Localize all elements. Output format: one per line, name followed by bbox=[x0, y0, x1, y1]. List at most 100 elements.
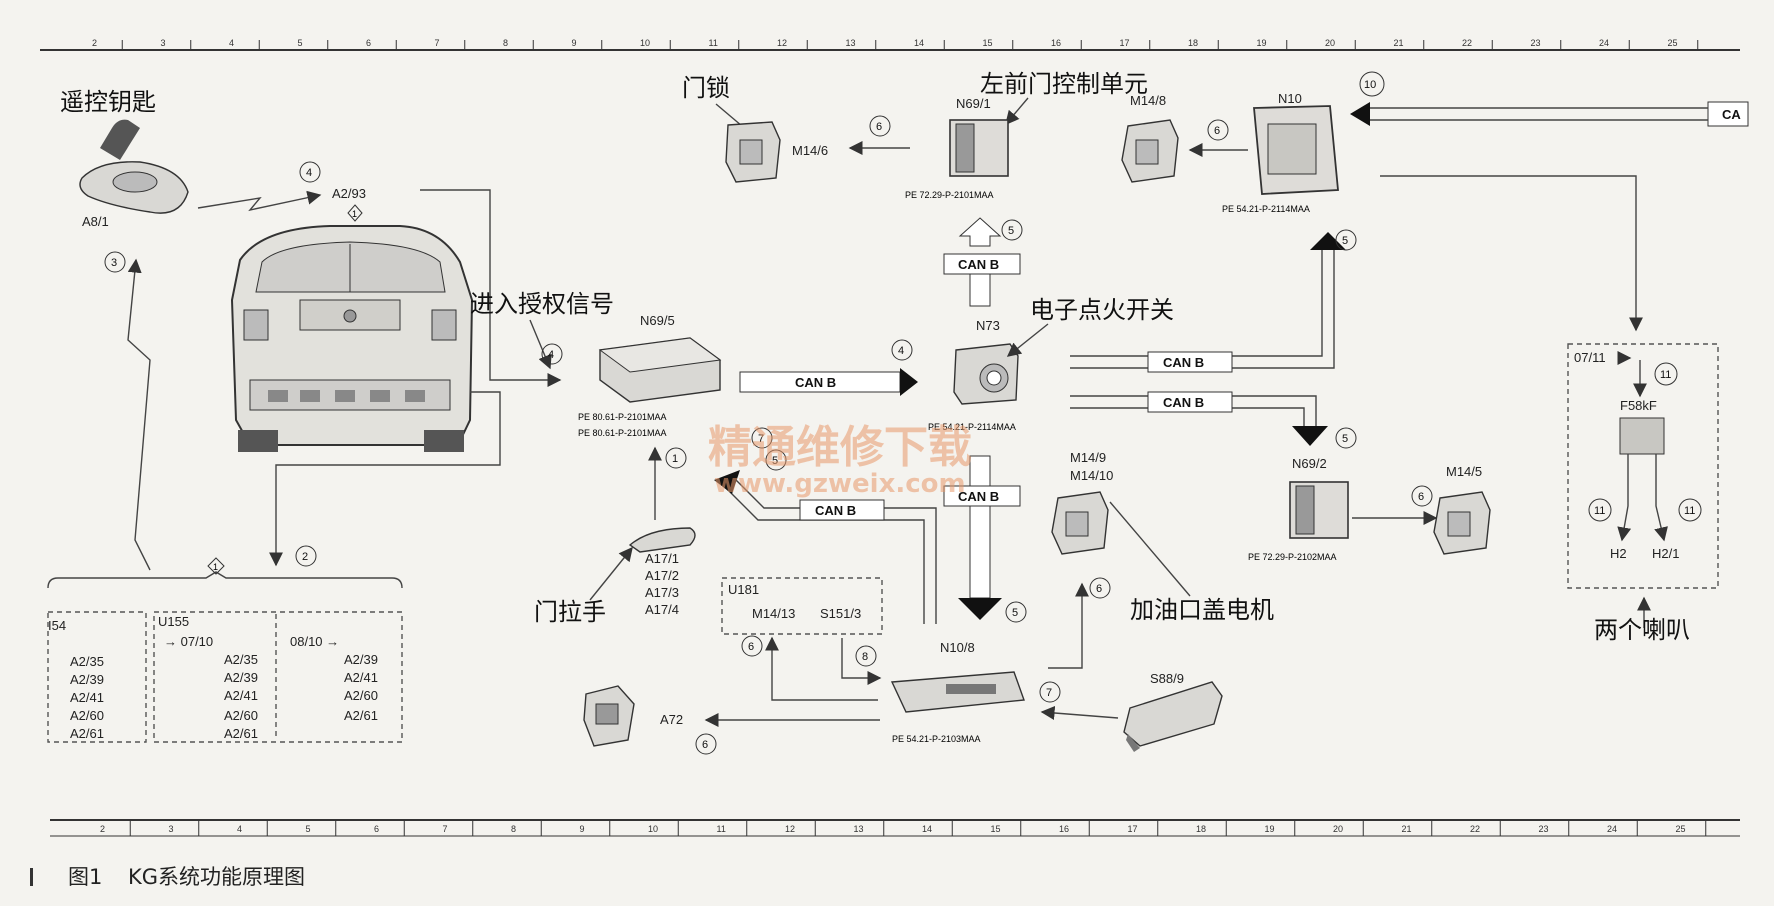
svg-text:6: 6 bbox=[702, 739, 708, 751]
svg-text:I54: I54 bbox=[48, 618, 66, 633]
svg-text:CAN B: CAN B bbox=[1163, 395, 1204, 410]
svg-text:5: 5 bbox=[1012, 607, 1018, 619]
svg-text:11: 11 bbox=[1594, 505, 1605, 517]
ruler-number: 22 bbox=[1462, 38, 1472, 48]
ruler-number: 10 bbox=[640, 38, 650, 48]
ruler-number: 19 bbox=[1257, 38, 1267, 48]
ruler-number: 18 bbox=[1188, 38, 1198, 48]
svg-text:11: 11 bbox=[1660, 369, 1671, 381]
horn-h2: H2 bbox=[1610, 546, 1627, 561]
svg-text:A2/61: A2/61 bbox=[70, 726, 104, 741]
entry-signal-label: 进入授权信号 bbox=[470, 290, 614, 318]
ruler-number: 11 bbox=[709, 38, 718, 48]
front-left-door-label: 左前门控制单元 bbox=[980, 70, 1148, 98]
svg-text:A2/41: A2/41 bbox=[70, 690, 104, 705]
svg-text:A2/39: A2/39 bbox=[224, 670, 258, 685]
n69-2-ref: PE 72.29-P-2102MAA bbox=[1248, 552, 1337, 562]
svg-text:CAN B: CAN B bbox=[1163, 355, 1204, 370]
fuel-flap-code2: M14/10 bbox=[1070, 468, 1113, 483]
ruler-number: 2 bbox=[100, 824, 105, 834]
door-lock-label: 门锁 bbox=[682, 74, 730, 102]
svg-text:S151/3: S151/3 bbox=[820, 606, 861, 621]
ruler-number: 21 bbox=[1402, 824, 1412, 834]
svg-text:1: 1 bbox=[352, 209, 357, 219]
u181-box: U181 M14/13 S151/3 bbox=[721, 577, 883, 635]
ruler-number: 13 bbox=[854, 824, 864, 834]
figure-number: 图1 bbox=[68, 865, 102, 889]
svg-text:2: 2 bbox=[302, 551, 308, 563]
ruler-number: 7 bbox=[443, 824, 448, 834]
ruler-number: 15 bbox=[991, 824, 1001, 834]
remote-key-code: A8/1 bbox=[82, 214, 109, 229]
ruler-number: 14 bbox=[922, 824, 932, 834]
ruler-number: 9 bbox=[580, 824, 585, 834]
svg-text:6: 6 bbox=[1096, 583, 1102, 595]
svg-text:5: 5 bbox=[1342, 433, 1348, 445]
ruler-number: 12 bbox=[785, 824, 795, 834]
m14-5-actuator: M14/5 bbox=[1433, 464, 1491, 555]
ruler-number: 16 bbox=[1051, 38, 1061, 48]
horn-box: 07/11 11 F58kF 11 11 H2 H2/1 bbox=[1567, 343, 1719, 589]
n10-8-module: N10/8 PE 54.21-P-2103MAA bbox=[890, 640, 1025, 744]
svg-text:10: 10 bbox=[1364, 79, 1376, 91]
door-lock-code: M14/6 bbox=[792, 143, 828, 158]
ruler-number: 10 bbox=[648, 824, 658, 834]
svg-text:11: 11 bbox=[1684, 505, 1695, 517]
svg-text:4: 4 bbox=[898, 345, 904, 357]
door-handle-label: 门拉手 bbox=[534, 598, 606, 626]
svg-text:A2/35: A2/35 bbox=[224, 652, 258, 667]
ruler-number: 15 bbox=[983, 38, 993, 48]
ruler-number: 7 bbox=[435, 38, 440, 48]
two-horns-label: 两个喇叭 bbox=[1594, 616, 1690, 644]
n73-ref: PE 54.21-P-2114MAA bbox=[928, 422, 1016, 432]
ruler-number: 18 bbox=[1196, 824, 1206, 834]
svg-text:A2/61: A2/61 bbox=[224, 726, 258, 741]
svg-text:4: 4 bbox=[548, 349, 554, 361]
svg-text:6: 6 bbox=[1214, 125, 1220, 137]
ruler-number: 19 bbox=[1265, 824, 1275, 834]
horn-date: 07/11 bbox=[1574, 350, 1606, 365]
ruler-number: 5 bbox=[306, 824, 311, 834]
svg-text:A2/61: A2/61 bbox=[344, 708, 378, 723]
svg-text:1: 1 bbox=[672, 453, 678, 465]
a72-code: A72 bbox=[660, 712, 683, 727]
s88-9-component: S88/9 bbox=[1123, 671, 1223, 752]
n10-module: N10 PE 54.21-P-2114MAA bbox=[1222, 91, 1339, 214]
svg-text:A2/41: A2/41 bbox=[224, 688, 258, 703]
ruler-number: 25 bbox=[1668, 38, 1678, 48]
svg-text:A2/60: A2/60 bbox=[224, 708, 258, 723]
n69-2-code: N69/2 bbox=[1292, 456, 1327, 471]
svg-text:CAN B: CAN B bbox=[815, 503, 856, 518]
ruler-number: 24 bbox=[1599, 38, 1609, 48]
ruler-number: 5 bbox=[298, 38, 303, 48]
ruler-number: 17 bbox=[1128, 824, 1138, 834]
door-handle: 1 A17/1 A17/2 A17/3 A17/4 门拉手 bbox=[534, 446, 696, 626]
ruler-number: 22 bbox=[1470, 824, 1480, 834]
ruler-number: 24 bbox=[1607, 824, 1617, 834]
svg-text:M14/5: M14/5 bbox=[1446, 464, 1482, 479]
svg-text:CAN B: CAN B bbox=[795, 375, 836, 390]
n73-code: N73 bbox=[976, 318, 1000, 333]
fuel-flap-label: 加油口盖电机 bbox=[1130, 596, 1274, 624]
svg-text:A2/35: A2/35 bbox=[70, 654, 104, 669]
door-lock: 门锁 M14/6 bbox=[682, 74, 828, 183]
ruler-number: 17 bbox=[1120, 38, 1130, 48]
watermark-url: www.gzweix.com bbox=[714, 469, 966, 499]
ignition-switch-label: 电子点火开关 bbox=[1030, 296, 1174, 324]
n10-8-code: N10/8 bbox=[940, 640, 975, 655]
svg-text:CAN B: CAN B bbox=[958, 257, 999, 272]
ruler-number: 21 bbox=[1394, 38, 1404, 48]
n69-1-ref: PE 72.29-P-2101MAA bbox=[905, 190, 994, 200]
svg-text:5: 5 bbox=[1008, 225, 1014, 237]
svg-text:7: 7 bbox=[1046, 687, 1052, 699]
svg-text:U155: U155 bbox=[158, 614, 189, 629]
n69-5-code: N69/5 bbox=[640, 313, 675, 328]
front-left-door-module: 左前门控制单元 N69/1 PE 72.29-P-2101MAA bbox=[905, 70, 1148, 200]
n10-code: N10 bbox=[1278, 91, 1302, 106]
left-table: 1 I54 A2/35 A2/39 A2/41 A2/60 A2/61 U155… bbox=[47, 557, 403, 743]
svg-text:A17/4: A17/4 bbox=[645, 602, 679, 617]
svg-text:M14/13: M14/13 bbox=[752, 606, 795, 621]
